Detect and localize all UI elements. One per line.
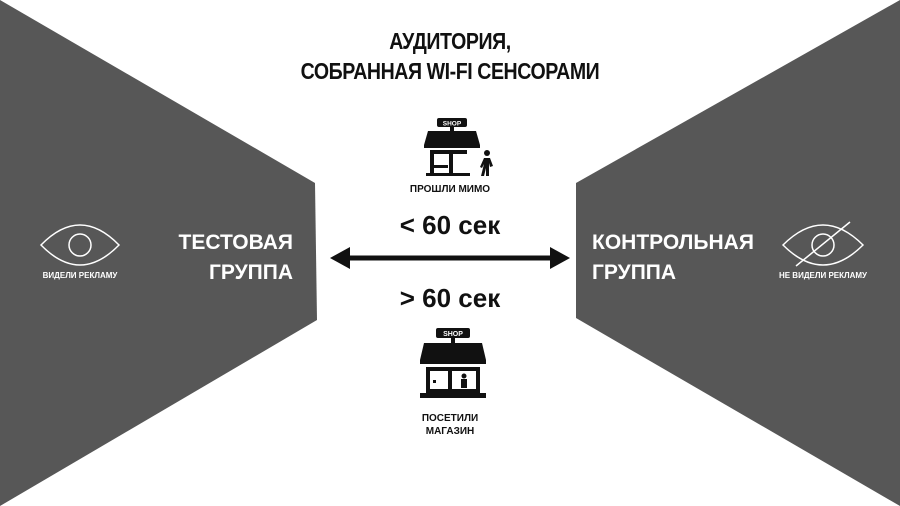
more-60-sec-label: > 60 сек [399,283,501,313]
saw-ad-label: ВИДЕЛИ РЕКЛАМУ [42,271,118,280]
control-group-line-1: КОНТРОЛЬНАЯ [592,231,754,254]
visited-caption-line-1: ПОСЕТИЛИ [421,413,479,424]
title-line-1: АУДИТОРИЯ, [389,28,511,54]
svg-text:SHOP: SHOP [443,121,462,128]
control-group-label: КОНТРОЛЬНАЯ ГРУППА [592,228,792,288]
shop-visited-icon: SHOP [420,328,486,398]
control-group-line-2: ГРУППА [592,261,677,284]
eye-crossed-icon [781,221,865,267]
test-group-panel [0,0,317,506]
shop-passerby-icon: SHOP [424,118,493,176]
test-group-line-1: ТЕСТОВАЯ [178,231,294,254]
visited-caption-line-2: МАГАЗИН [425,426,475,437]
double-arrow-icon [330,247,570,269]
test-group-line-2: ГРУППА [208,261,293,284]
not-saw-ad-label: НЕ ВИДЕЛИ РЕКЛАМУ [778,271,868,280]
test-group-label: ТЕСТОВАЯ ГРУППА [150,228,294,288]
page-title: АУДИТОРИЯ, СОБРАННАЯ WI-FI СЕНСОРАМИ [68,26,833,86]
control-group-panel [576,0,900,506]
less-60-sec-label: < 60 сек [399,210,501,240]
passed-by-caption: ПРОШЛИ МИМО [409,184,491,195]
svg-text:SHOP: SHOP [443,331,463,338]
title-line-2: СОБРАННАЯ WI-FI СЕНСОРАМИ [300,58,600,84]
visited-store-caption: ПОСЕТИЛИ МАГАЗИН [390,412,510,438]
eye-icon [39,224,121,266]
